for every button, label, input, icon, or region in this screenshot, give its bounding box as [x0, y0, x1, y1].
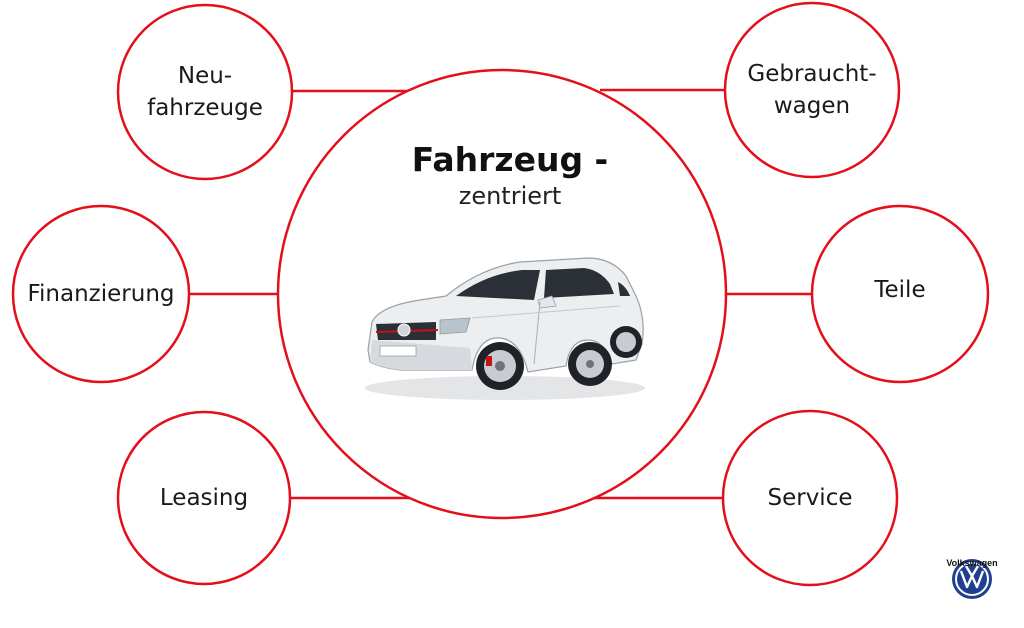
- brand-wordmark: Volkswagen: [946, 558, 998, 568]
- center-title: Fahrzeug -: [411, 140, 609, 179]
- vw-logo-icon: [952, 559, 992, 599]
- label-finanzierung: Finanzierung: [27, 281, 175, 307]
- label-service: Service: [767, 485, 853, 511]
- car-illustration: [365, 257, 645, 400]
- center-subtitle: zentriert: [458, 182, 562, 210]
- circle-neufahrzeuge: [116, 3, 294, 181]
- label-teile: Teile: [874, 277, 926, 303]
- circle-service: [721, 409, 899, 587]
- label-leasing: Leasing: [159, 485, 249, 511]
- label-gebrauchtwagen: Gebraucht- wagen: [747, 61, 877, 119]
- circle-leasing: [116, 410, 292, 586]
- connectors: [190, 88, 812, 500]
- circle-teile: [810, 204, 990, 384]
- label-neufahrzeuge: Neu- fahrzeuge: [147, 63, 263, 121]
- circle-gebrauchtwagen: [723, 1, 901, 179]
- circle-finanzierung: [11, 204, 191, 384]
